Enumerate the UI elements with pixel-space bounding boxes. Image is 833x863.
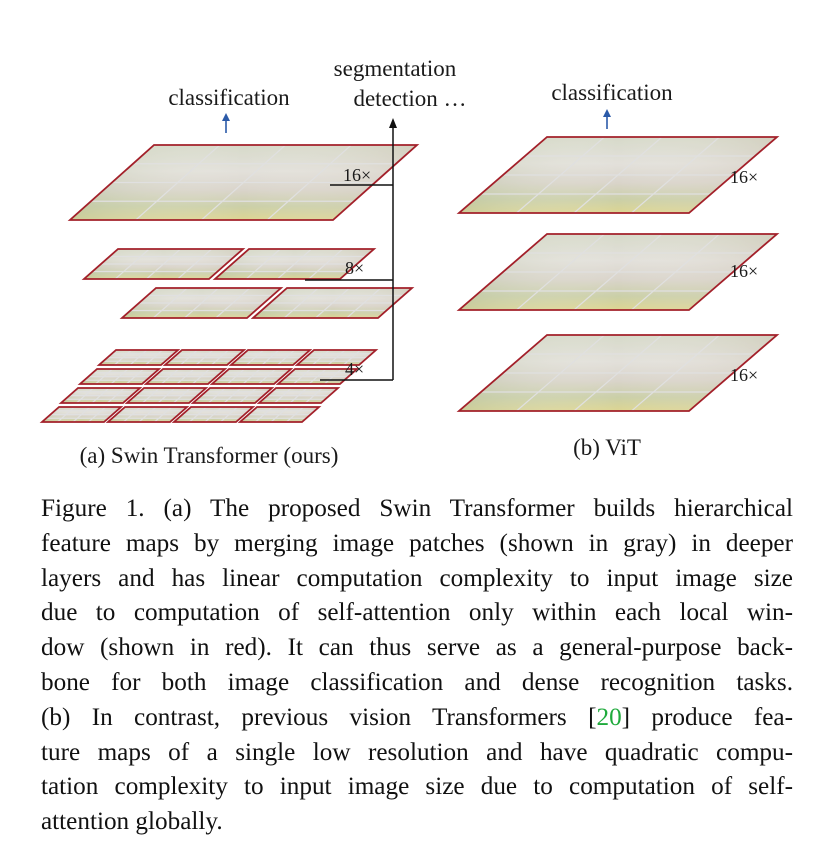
window-4x bbox=[294, 349, 379, 366]
window-4x bbox=[58, 387, 143, 404]
caption-line: dow (shown in red). It can thus serve as… bbox=[41, 634, 793, 662]
caption-line: ture maps of a single low resolution and… bbox=[41, 738, 793, 766]
window-4x bbox=[256, 387, 341, 404]
panel-b-stage-label-bottom: 16× bbox=[730, 365, 758, 385]
panel-a-subcaption: (a) Swin Transformer (ours) bbox=[80, 443, 339, 468]
panel-a-stage-label-4x: 4× bbox=[345, 359, 364, 379]
caption-line: (b) In contrast, previous vision Transfo… bbox=[41, 703, 793, 731]
panel-b-stage-middle bbox=[456, 233, 780, 311]
citation-link[interactable]: 20 bbox=[596, 703, 622, 731]
caption-line: feature maps by merging image patches (s… bbox=[41, 529, 793, 557]
panel-b-stage-top bbox=[456, 136, 780, 214]
classification-arrow-b bbox=[603, 109, 611, 129]
window-4x bbox=[237, 406, 322, 423]
classification-arrow-a bbox=[222, 113, 230, 133]
panel-a-detection-label: detection … bbox=[353, 86, 466, 111]
caption-line: bone for both image classification and d… bbox=[41, 668, 793, 696]
panel-a-classification-label: classification bbox=[168, 85, 290, 110]
caption-line: layers and has linear computation comple… bbox=[41, 564, 793, 592]
vit-feature-map bbox=[456, 136, 780, 214]
window-8x bbox=[212, 248, 377, 280]
caption-line: due to computation of self-attention onl… bbox=[41, 599, 793, 627]
window-4x bbox=[190, 387, 275, 404]
caption-line: attention globally. bbox=[41, 808, 223, 836]
panel-a-stage-8x bbox=[81, 248, 415, 319]
panel-a-stage-16x bbox=[67, 144, 420, 221]
window-4x bbox=[77, 368, 162, 385]
panel-b-subcaption: (b) ViT bbox=[573, 435, 641, 460]
window-4x bbox=[171, 406, 256, 423]
window-4x bbox=[209, 368, 294, 385]
figure-caption: Figure 1. (a) The proposed Swin Transfor… bbox=[41, 492, 793, 840]
feature-pyramid-connector bbox=[305, 118, 397, 381]
panel-a-swin: classification segmentation detection … … bbox=[39, 56, 467, 468]
panel-b-stage-bottom bbox=[456, 334, 780, 412]
vit-feature-map bbox=[456, 233, 780, 311]
panel-b-stage-label-top: 16× bbox=[730, 167, 758, 187]
panel-b-classification-label: classification bbox=[551, 80, 673, 105]
panel-a-segmentation-label: segmentation bbox=[334, 56, 457, 81]
vit-feature-map bbox=[456, 334, 780, 412]
window-4x bbox=[124, 387, 209, 404]
panel-a-stage-label-8x: 8× bbox=[345, 258, 364, 278]
panel-a-stage-4x bbox=[39, 349, 379, 423]
caption-line: Figure 1. (a) The proposed Swin Transfor… bbox=[41, 495, 793, 522]
window-8x bbox=[119, 287, 284, 319]
window-4x bbox=[39, 406, 124, 423]
window-4x bbox=[162, 349, 247, 366]
window-4x bbox=[105, 406, 190, 423]
panel-b-vit: classification 16× 16× 16× (b) ViT bbox=[456, 80, 780, 460]
window-8x bbox=[81, 248, 246, 280]
window-4x bbox=[228, 349, 313, 366]
window-4x bbox=[96, 349, 181, 366]
caption-line: tation complexity to input image size du… bbox=[41, 773, 793, 801]
feature-map-16x bbox=[67, 144, 420, 221]
panel-a-stage-label-16x: 16× bbox=[343, 165, 371, 185]
figure-1-diagram: classification segmentation detection … … bbox=[39, 56, 780, 468]
panel-b-stage-label-middle: 16× bbox=[730, 261, 758, 281]
window-8x bbox=[250, 287, 415, 319]
window-4x bbox=[143, 368, 228, 385]
